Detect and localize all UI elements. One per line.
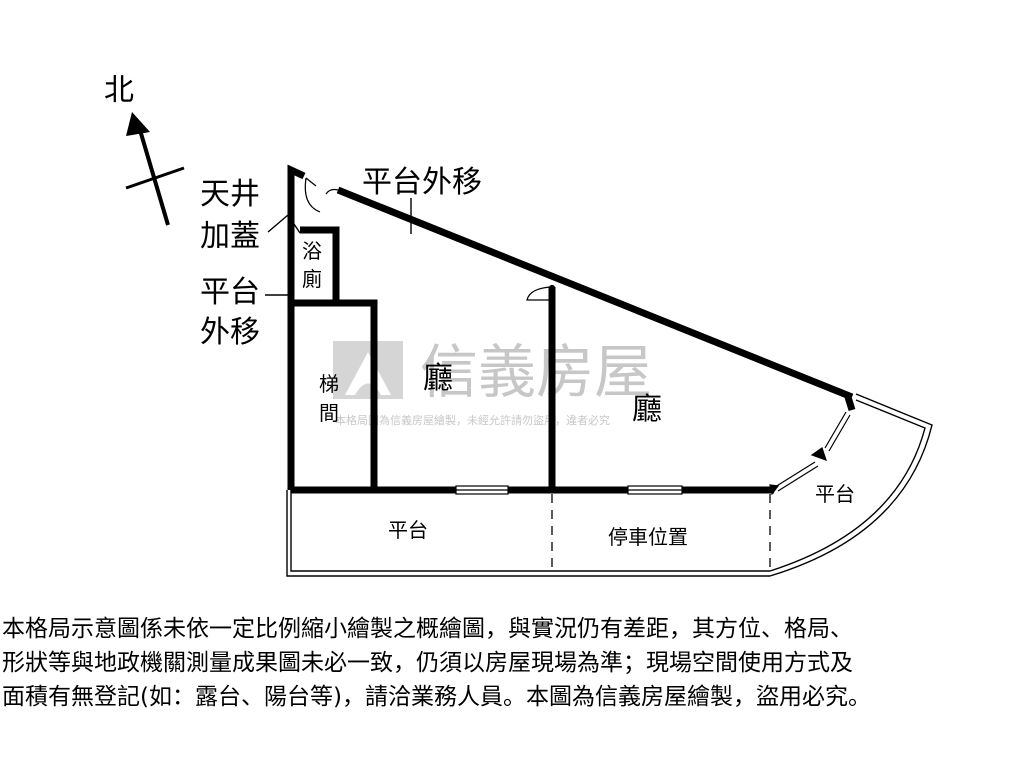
door-swings	[304, 177, 556, 301]
watermark-brand: 信義房屋	[420, 338, 652, 406]
label-bathroom-line2: 廁	[302, 267, 322, 291]
dashed-dividers	[551, 494, 771, 571]
label-parking: 停車位置	[608, 525, 688, 549]
disclaimer-line-1: 本格局示意圖係未依一定比例縮小繪製之概繪圖，與實況仍有差距，其方位、格局、	[2, 616, 853, 642]
label-hall-left: 廳	[423, 361, 453, 396]
right-window	[769, 411, 851, 496]
watermark-subtitle: 本格局圖為信義房屋繪製，未經允許請勿盜用，違者必究	[335, 413, 610, 427]
label-hall-right: 廳	[632, 392, 662, 427]
leader-lines	[265, 198, 412, 296]
label-platform-shift-left-line2: 外移	[200, 315, 260, 350]
compass: 北	[104, 73, 185, 226]
compass-north-label: 北	[104, 73, 134, 108]
compass-cross-bar	[125, 166, 185, 190]
disclaimer-line-3: 面積有無登記(如：露台、陽台等)，請洽業務人員。本圖為信義房屋繪製，盜用必究。	[2, 684, 871, 710]
label-skylight-line1: 天井	[200, 177, 260, 212]
label-platform-shift-top: 平台外移	[362, 165, 482, 200]
label-platform-right: 平台	[815, 482, 855, 506]
north-arrow-icon	[126, 112, 150, 136]
label-platform-shift-left-line1: 平台	[200, 275, 260, 310]
label-bathroom-line1: 浴	[302, 239, 322, 263]
disclaimer-line-2: 形狀等與地政機關測量成果圖未必一致，仍須以房屋現場為準；現場空間使用方式及	[2, 650, 853, 676]
watermark: 信義房屋 本格局圖為信義房屋繪製，未經允許請勿盜用，違者必究	[333, 338, 652, 427]
disclaimer-text: 本格局示意圖係未依一定比例縮小繪製之概繪圖，與實況仍有差距，其方位、格局、 形狀…	[2, 612, 1022, 714]
platform-outline	[286, 393, 933, 577]
floor-plan: 北 信義房屋 本格局圖為信義房屋繪製，未經允許請勿盜用，違者必究	[104, 73, 933, 577]
bottom-windows	[455, 485, 683, 495]
label-platform-bottom: 平台	[388, 518, 428, 542]
brand-logo-icon	[333, 341, 403, 399]
label-stairs-line1: 梯	[319, 372, 339, 396]
label-stairs-line2: 間	[319, 401, 339, 425]
thick-walls	[287, 164, 856, 494]
label-skylight-line2: 加蓋	[200, 219, 260, 254]
